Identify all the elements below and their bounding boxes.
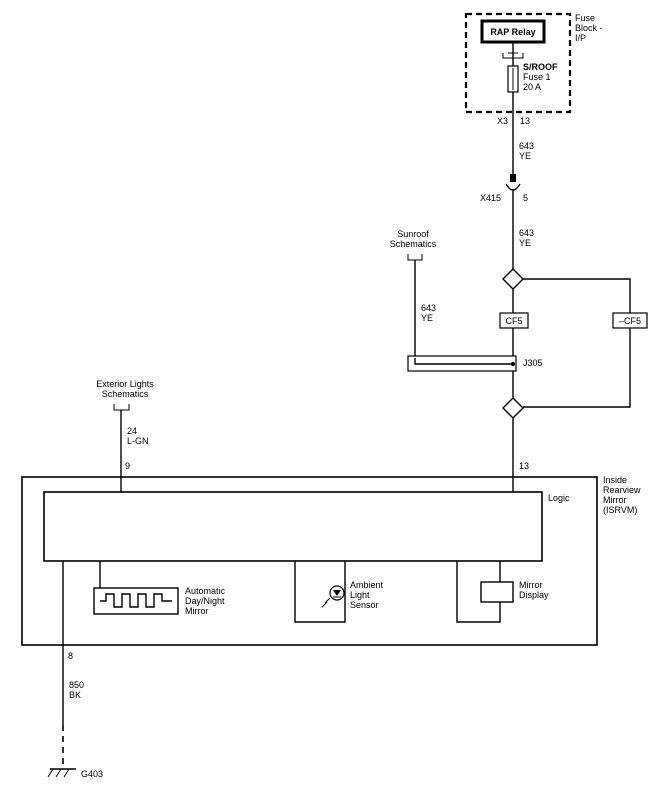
option-diamond-upper bbox=[502, 268, 524, 290]
j305-label: J305 bbox=[523, 358, 543, 368]
ambient-sensor-loop-wire bbox=[294, 561, 346, 623]
x415-pin: 5 bbox=[523, 193, 528, 203]
sunroof-label-2: Schematics bbox=[390, 239, 437, 249]
ground-label: G403 bbox=[81, 769, 103, 779]
x3-connector-label: X3 bbox=[497, 116, 508, 126]
fuse-block-label-line-3: I/P bbox=[575, 33, 586, 43]
relay-connector-symbol bbox=[502, 53, 524, 59]
ground-symbol-icon bbox=[47, 768, 76, 778]
ground-wire-circuit: 850 bbox=[69, 680, 84, 690]
isrvm-outline bbox=[21, 476, 598, 646]
ground-tick-2 bbox=[55, 768, 62, 778]
display-label-1: Mirror bbox=[519, 580, 543, 590]
sunroof-wire-color: YE bbox=[421, 313, 433, 323]
ambient-label-3: Sensor bbox=[350, 600, 379, 610]
auto-mirror-label-2: Day/Night bbox=[185, 596, 225, 606]
cf5-label: CF5 bbox=[505, 316, 522, 326]
wire-mid-color: YE bbox=[519, 238, 531, 248]
fuse-block-label-line-2: Block - bbox=[575, 23, 603, 33]
sunroof-connector-symbol bbox=[407, 254, 423, 261]
wire-top-color: YE bbox=[519, 151, 531, 161]
isrvm-pin-8: 8 bbox=[68, 651, 73, 661]
sunroof-wire-circuit: 643 bbox=[421, 303, 436, 313]
fuse-block: Fuse Block - I/P RAP Relay S/ROOF Fuse 1… bbox=[464, 12, 603, 114]
ground-tick-1 bbox=[47, 768, 54, 778]
x415-pin-female bbox=[505, 183, 521, 191]
j305-splice: J305 bbox=[407, 355, 543, 372]
exterior-lights-schematics-reference: Exterior Lights Schematics 24 L-GN bbox=[96, 379, 154, 492]
x415-label: X415 bbox=[480, 193, 501, 203]
isrvm-label-1: Inside bbox=[603, 475, 627, 485]
mirror-display-wire bbox=[456, 561, 501, 623]
ground-tick-3 bbox=[63, 768, 70, 778]
light-arrow-icon-1 bbox=[324, 597, 331, 604]
isrvm-pin-13: 13 bbox=[519, 461, 529, 471]
wire-top-circuit: 643 bbox=[519, 141, 534, 151]
ambient-label-2: Light bbox=[350, 590, 370, 600]
isrvm-label-2: Rearview bbox=[603, 485, 641, 495]
exterior-wire-circuit: 24 bbox=[127, 426, 137, 436]
j305-junction-dot bbox=[511, 362, 515, 366]
display-label-2: Display bbox=[519, 590, 549, 600]
isrvm-pin-9: 9 bbox=[125, 461, 130, 471]
exterior-lights-label-2: Schematics bbox=[102, 389, 149, 399]
sroof-fuse-label-1: S/ROOF bbox=[523, 62, 558, 72]
exterior-wire-color: L-GN bbox=[127, 436, 149, 446]
ground-wire-color: BK bbox=[69, 690, 81, 700]
auto-mirror-label-3: Mirror bbox=[185, 606, 209, 616]
sroof-fuse-label-2: Fuse 1 bbox=[523, 72, 551, 82]
mirror-display-box bbox=[480, 581, 514, 603]
auto-dimming-heater-icon bbox=[100, 593, 172, 608]
wire-not-cf5-upper bbox=[523, 278, 631, 313]
j305-internal-bus bbox=[414, 358, 513, 365]
fuse-block-outline bbox=[464, 12, 572, 114]
isrvm-module: Inside Rearview Mirror (ISRVM) 9 13 Logi… bbox=[21, 461, 641, 661]
wire-not-cf5-lower bbox=[523, 328, 631, 408]
isrvm-label-4: (ISRVM) bbox=[603, 505, 637, 515]
ambient-label-1: Ambient bbox=[350, 580, 384, 590]
logic-box bbox=[43, 491, 543, 562]
auto-mirror-label-1: Automatic bbox=[185, 586, 226, 596]
photodiode-icon bbox=[333, 590, 341, 596]
sroof-fuse-label-3: 20 A bbox=[523, 82, 541, 92]
x415-pin-male bbox=[510, 174, 516, 182]
wire-mid-circuit: 643 bbox=[519, 228, 534, 238]
cf5-option-box bbox=[499, 312, 529, 329]
light-arrow-icon-2 bbox=[321, 601, 328, 608]
fuse-block-label-line-1: Fuse bbox=[575, 13, 595, 23]
exterior-lights-label-1: Exterior Lights bbox=[96, 379, 154, 389]
rap-relay-label: RAP Relay bbox=[490, 27, 535, 37]
x3-pin-label: 13 bbox=[520, 116, 530, 126]
exterior-lights-connector-symbol bbox=[113, 404, 130, 411]
sunroof-label-1: Sunroof bbox=[397, 229, 429, 239]
not-cf5-label: –CF5 bbox=[619, 316, 641, 326]
x415-connector: X415 5 bbox=[480, 174, 528, 203]
isrvm-label-3: Mirror bbox=[603, 495, 627, 505]
logic-label: Logic bbox=[548, 493, 570, 503]
option-diamond-lower bbox=[502, 397, 524, 419]
sunroof-schematics-reference: Sunroof Schematics 643 YE bbox=[390, 229, 437, 360]
